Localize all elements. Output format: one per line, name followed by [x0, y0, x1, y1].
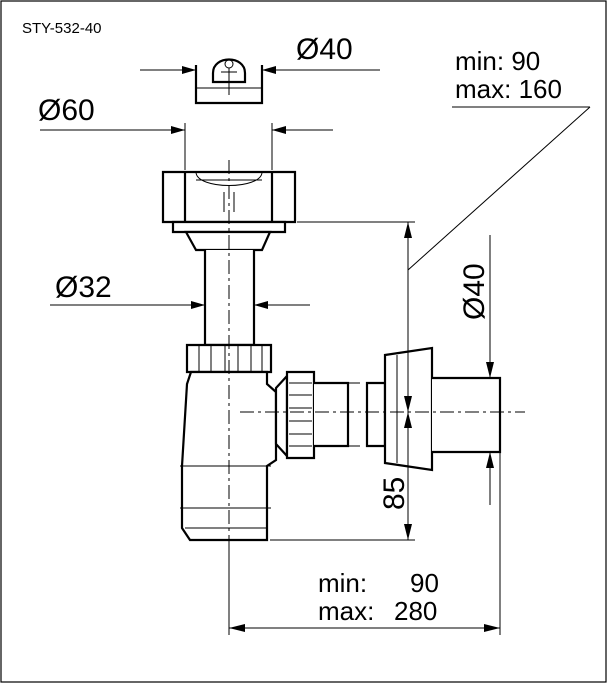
length-min-value: 90: [410, 568, 439, 598]
height-offset-label: 85: [378, 477, 411, 510]
centerlines: [228, 160, 525, 560]
inlet-diameter-dimension: Ø60: [38, 94, 333, 170]
grate-diameter-dimension: Ø40: [140, 33, 380, 74]
drain-grate: [194, 58, 264, 105]
inlet-diameter-label: Ø60: [38, 94, 95, 127]
outlet-diameter-label: Ø40: [458, 263, 491, 320]
outlet-pipe: [274, 346, 502, 472]
tube-diameter-dimension: Ø32: [50, 271, 310, 309]
bottle-trap: [180, 370, 278, 542]
length-range-dimension: min: 90 max: 280: [228, 452, 501, 635]
tube-diameter-label: Ø32: [55, 271, 112, 304]
length-max-value: 280: [394, 596, 437, 626]
height-range-dimension: min: 90 max: 160 85: [270, 46, 591, 541]
length-min-label: min:: [318, 568, 367, 598]
outlet-diameter-dimension: Ø40: [458, 235, 494, 505]
height-min-label: min: 90: [455, 46, 540, 76]
union-nut: [185, 343, 273, 374]
model-code: STY-532-40: [22, 20, 102, 37]
grate-diameter-label: Ø40: [296, 33, 353, 66]
height-max-label: max: 160: [455, 74, 562, 104]
length-max-label: max:: [318, 596, 374, 626]
